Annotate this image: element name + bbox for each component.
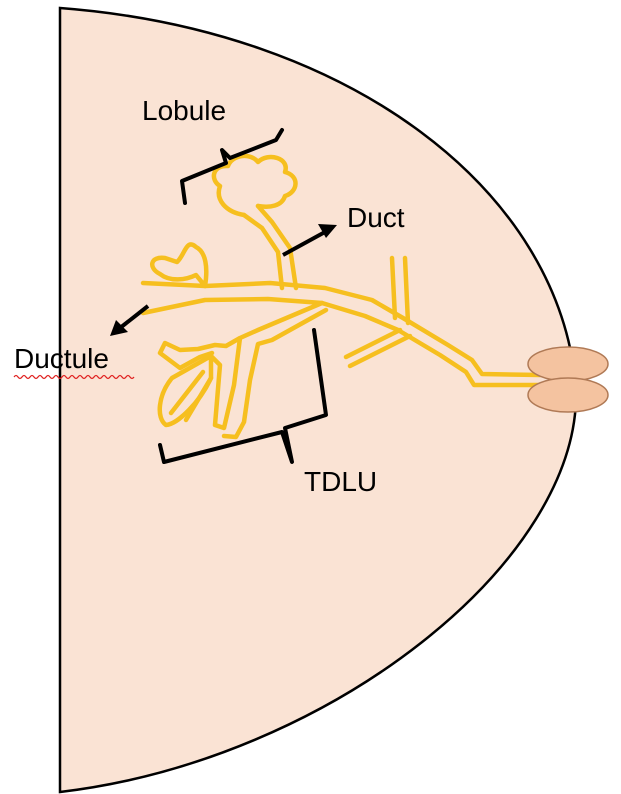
duct-label: Duct [347, 202, 405, 233]
nipple-upper [528, 347, 608, 381]
lobule-label: Lobule [142, 95, 226, 126]
ductule-label: Ductule [14, 343, 109, 374]
tdlu-label: TDLU [304, 466, 377, 497]
nipple-lower [528, 378, 608, 412]
breast-tissue [60, 8, 576, 792]
